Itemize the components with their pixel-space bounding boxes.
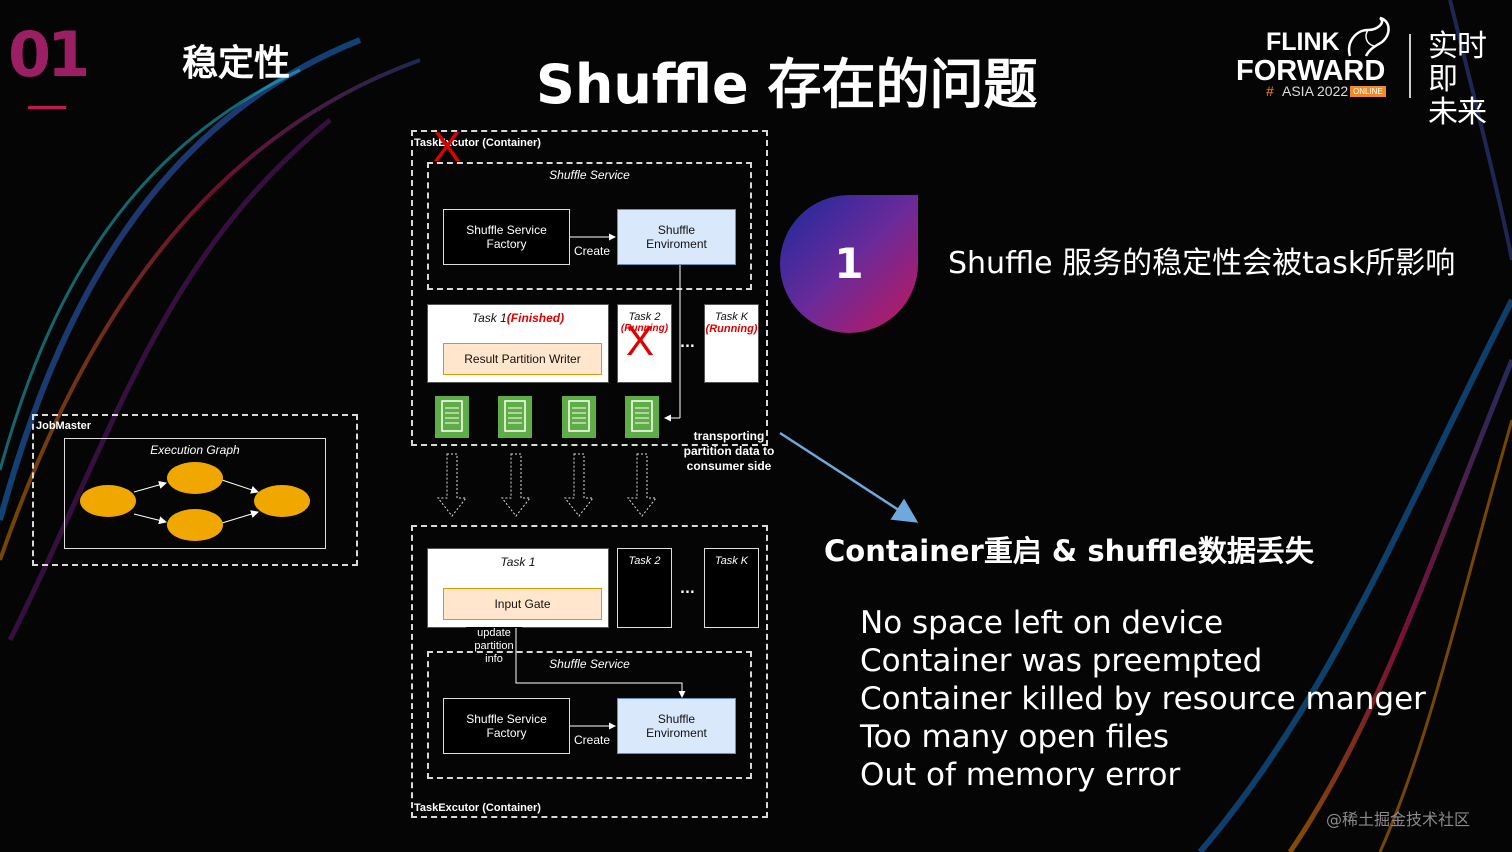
graph-edge — [221, 479, 259, 494]
bottom-shuffle-service-label: Shuffle Service — [549, 657, 630, 671]
restart-data-loss-text: Container重启 & shuffle数据丢失 — [824, 534, 1314, 568]
top-taskk-box: Task K (Running) — [704, 304, 759, 383]
stability-impact-text: Shuffle 服务的稳定性会被task所影响 — [948, 246, 1456, 281]
section-underline — [28, 106, 66, 109]
partition-files — [435, 396, 659, 438]
point-number: 1 — [834, 239, 864, 288]
top-task2-box: Task 2 (Running) — [617, 304, 672, 383]
graph-node — [167, 462, 223, 494]
error-cause-item: Out of memory error — [860, 757, 1181, 793]
bottom-shuffle-service-box — [427, 651, 752, 779]
bottom-task2-name: Task 2 — [628, 555, 661, 567]
top-taskexecutor-container — [411, 130, 768, 446]
top-task1-status: (Finished) — [506, 311, 565, 325]
bottom-executor-connectors — [515, 628, 686, 730]
data-transfer-arrows — [436, 453, 658, 517]
section-title: 稳定性 — [182, 43, 291, 84]
top-executor-connectors — [570, 233, 681, 422]
jobmaster-label: JobMaster — [36, 420, 92, 432]
logo-event: ASIA 2022 — [1282, 83, 1349, 99]
top-shuffle-environment: Shuffle Enviroment — [617, 209, 736, 265]
logo-hash: # — [1266, 83, 1274, 99]
partition-file-icon — [562, 396, 596, 438]
top-taskk-status: (Running) — [705, 323, 758, 335]
partition-file-icon — [625, 396, 659, 438]
top-taskk-name: Task K — [714, 311, 749, 323]
error-cause-item: Container was preempted — [860, 643, 1263, 679]
bottom-task-ellipsis: ... — [680, 582, 695, 597]
logo-online-badge: ONLINE — [1350, 86, 1386, 97]
graph-edge — [133, 481, 167, 493]
bottom-shuffle-environment: Shuffle Enviroment — [617, 698, 736, 754]
error-cause-item: No space left on device — [860, 605, 1224, 641]
section-number: 01 — [8, 18, 90, 91]
down-arrow-icon — [500, 453, 532, 517]
logo-cn-line2: 未来 — [1428, 95, 1487, 130]
top-shuffle-service-factory: Shuffle Service Factory — [443, 209, 570, 265]
partition-file-icon — [435, 396, 469, 438]
update-partition-label: update partition info — [466, 627, 522, 666]
error-causes-list: No space left on device Container was pr… — [860, 604, 1426, 794]
watermark: @稀土掘金技术社区 — [1326, 810, 1471, 829]
partition-file-icon — [498, 396, 532, 438]
bottom-create-label: Create — [574, 733, 611, 747]
graph-edge — [133, 513, 167, 525]
callout-arrow — [779, 431, 919, 523]
logo-divider — [1409, 34, 1411, 98]
top-shuffle-service-label: Shuffle Service — [549, 168, 630, 182]
top-shuffle-service-box — [427, 162, 752, 290]
execution-graph-box — [64, 438, 326, 549]
bottom-taskk-name: Task K — [714, 555, 749, 567]
bottom-taskk-box: Task K — [704, 548, 759, 628]
logo-forward: FORWARD — [1236, 55, 1386, 87]
error-cause-item: Container killed by resource manger — [860, 681, 1426, 717]
top-create-label: Create — [574, 244, 611, 258]
bottom-taskexecutor-container — [411, 525, 768, 818]
top-task2-status: (Running) — [620, 323, 669, 334]
execution-graph-nodes — [80, 462, 310, 541]
graph-node — [254, 485, 310, 517]
graph-node — [167, 509, 223, 541]
logo-flink: FLINK — [1266, 28, 1340, 56]
bottom-task1-name: Task 1 — [500, 555, 536, 569]
result-partition-writer: Result Partition Writer — [443, 343, 602, 375]
point-number-badge — [780, 195, 918, 333]
squirrel-logo-icon — [1347, 16, 1390, 57]
top-task-ellipsis: ... — [680, 336, 695, 351]
input-gate: Input Gate — [443, 588, 602, 620]
slide-title: Shuffle 存在的问题 — [536, 53, 1038, 116]
error-cause-item: Too many open files — [860, 719, 1170, 755]
execution-graph-label: Execution Graph — [150, 443, 240, 457]
bottom-task2-box: Task 2 — [617, 548, 672, 628]
logo-cn-line1: 实时即 — [1428, 29, 1487, 97]
graph-node — [80, 485, 136, 517]
down-arrow-icon — [626, 453, 658, 517]
top-task1-name: Task 1 — [471, 311, 507, 325]
bottom-shuffle-service-factory: Shuffle Service Factory — [443, 698, 570, 754]
top-taskexecutor-label: TaskExcutor (Container) — [414, 137, 541, 149]
down-arrow-icon — [563, 453, 595, 517]
transport-label: transporting partition data to consumer … — [683, 429, 775, 473]
down-arrow-icon — [436, 453, 468, 517]
logo-chinese-slogan: 实时即 未来 — [1428, 30, 1488, 129]
container-failure-mark: X — [433, 123, 462, 170]
task-failure-mark: X — [626, 317, 655, 364]
top-task2-name: Task 2 — [628, 311, 661, 323]
bottom-taskexecutor-label: TaskExcutor (Container) — [414, 802, 541, 814]
graph-edge — [221, 510, 259, 524]
jobmaster-container — [32, 414, 358, 566]
